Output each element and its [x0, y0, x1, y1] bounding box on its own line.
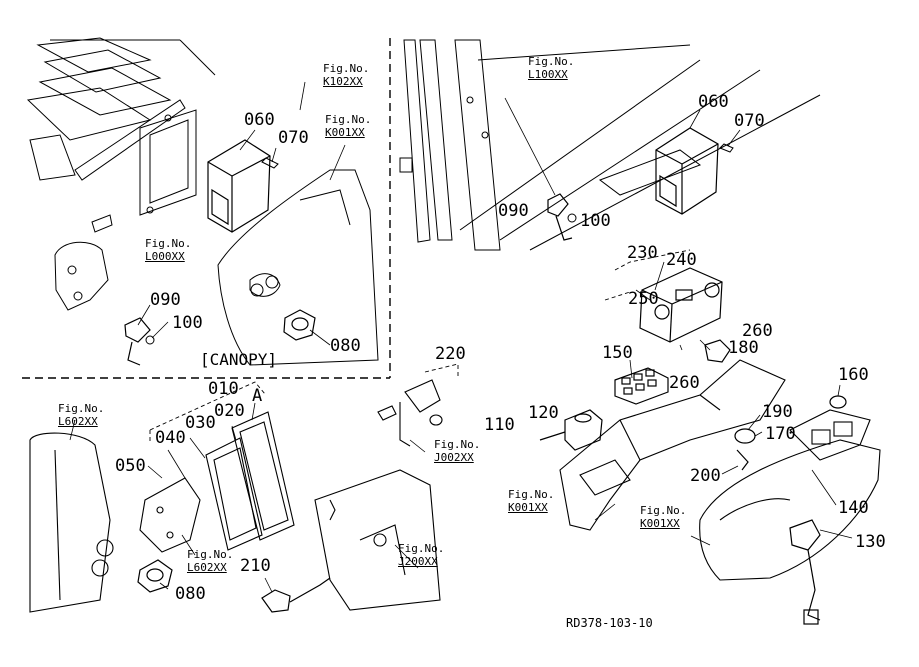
part-080-left: 080: [330, 336, 361, 356]
part-250: 250: [628, 289, 659, 309]
part-070-right: 070: [734, 111, 765, 131]
seat-pad-020: [231, 411, 295, 541]
knob-160: [829, 395, 847, 409]
switch-090-right: [547, 193, 573, 241]
controller-unit-left: [207, 139, 271, 233]
part-060-left: 060: [244, 110, 275, 130]
bracket-small: [91, 214, 113, 233]
part-120: 120: [528, 403, 559, 423]
screw-070-left: [261, 157, 279, 169]
frame-right: [399, 39, 821, 251]
controller-unit-right: [655, 127, 719, 215]
part-080-bottom: 080: [175, 584, 206, 604]
part-240: 240: [666, 250, 697, 270]
switch-block-150: [614, 367, 669, 405]
canopy-roof-panels: [26, 37, 216, 181]
canopy-boundary: [22, 38, 391, 379]
leader-lines-bottom-left: [69, 402, 426, 593]
knob-170: [734, 428, 756, 471]
part-110: 110: [484, 415, 515, 435]
part-150: 150: [602, 343, 633, 363]
switch-panel-230: [639, 267, 723, 343]
switch-130: [789, 519, 821, 625]
switch-120: [539, 409, 603, 451]
fender-left: [217, 169, 379, 366]
fig-ref-l602-top: Fig.No.L602XX: [58, 402, 105, 428]
leader-lines-top-right: [504, 97, 741, 196]
part-090-right: 090: [498, 201, 529, 221]
fig-ref-k001-left: Fig.No.K001XX: [508, 488, 555, 514]
console-left: [559, 359, 786, 531]
fig-ref-j002: Fig.No.J002XX: [434, 438, 481, 464]
seat-frame-left: [29, 432, 114, 613]
leader-lines-top-left: [137, 81, 346, 346]
part-010: 010: [208, 379, 239, 399]
connector-080-bottom: [137, 559, 173, 593]
fig-ref-j200: Fig.No.J200XX: [398, 542, 445, 568]
leader-lines-console: [594, 261, 853, 546]
dash-group-220: [424, 363, 459, 378]
seat-pad-040: [205, 437, 263, 551]
part-220: 220: [435, 344, 466, 364]
part-070-left: 070: [278, 128, 309, 148]
fig-ref-l000: Fig.No.L000XX: [145, 237, 192, 263]
mounting-rail: [74, 99, 197, 216]
screw-070-right: [719, 143, 734, 153]
part-170: 170: [765, 424, 796, 444]
dash-group-010: [149, 381, 266, 442]
part-100-right: 100: [580, 211, 611, 231]
part-020: 020: [214, 401, 245, 421]
part-210: 210: [240, 556, 271, 576]
switch-090-left: [124, 317, 151, 366]
console-right: [699, 409, 881, 581]
marker-a: A: [252, 386, 263, 406]
part-030: 030: [185, 413, 216, 433]
part-130: 130: [855, 532, 886, 552]
bracket-dash-230: [604, 249, 691, 301]
nut-100-right: [567, 213, 577, 223]
part-260-b: 260: [669, 373, 700, 393]
fig-ref-k001-right: Fig.No.K001XX: [640, 504, 687, 530]
part-050: 050: [115, 456, 146, 476]
part-180: 180: [728, 338, 759, 358]
knob-180: [704, 339, 731, 363]
fig-ref-l100: Fig.No.L100XX: [528, 55, 575, 81]
part-200: 200: [690, 466, 721, 486]
nut-100-left: [145, 335, 155, 345]
lever-bracket-left: [54, 241, 109, 311]
canopy-caption: [CANOPY]: [200, 350, 278, 369]
part-090-left: 090: [150, 290, 181, 310]
part-190: 190: [762, 402, 793, 422]
bracket-lower: [139, 477, 201, 553]
bracket-220: [377, 379, 443, 447]
part-060-right: 060: [698, 92, 729, 112]
drawing-code: RD378-103-10: [566, 616, 653, 630]
fig-ref-k001-top: Fig.No.K001XX: [325, 113, 372, 139]
fig-ref-k102: Fig.No.K102XX: [323, 62, 370, 88]
part-140: 140: [838, 498, 869, 518]
frame-bottom: [314, 469, 441, 611]
switch-210: [261, 577, 331, 613]
part-230: 230: [627, 243, 658, 263]
fig-ref-l602-bottom: Fig.No.L602XX: [187, 548, 234, 574]
part-100-left: 100: [172, 313, 203, 333]
part-040: 040: [155, 428, 186, 448]
part-260-a: 260: [742, 321, 773, 341]
part-160: 160: [838, 365, 869, 385]
connector-080-left: [283, 309, 316, 341]
